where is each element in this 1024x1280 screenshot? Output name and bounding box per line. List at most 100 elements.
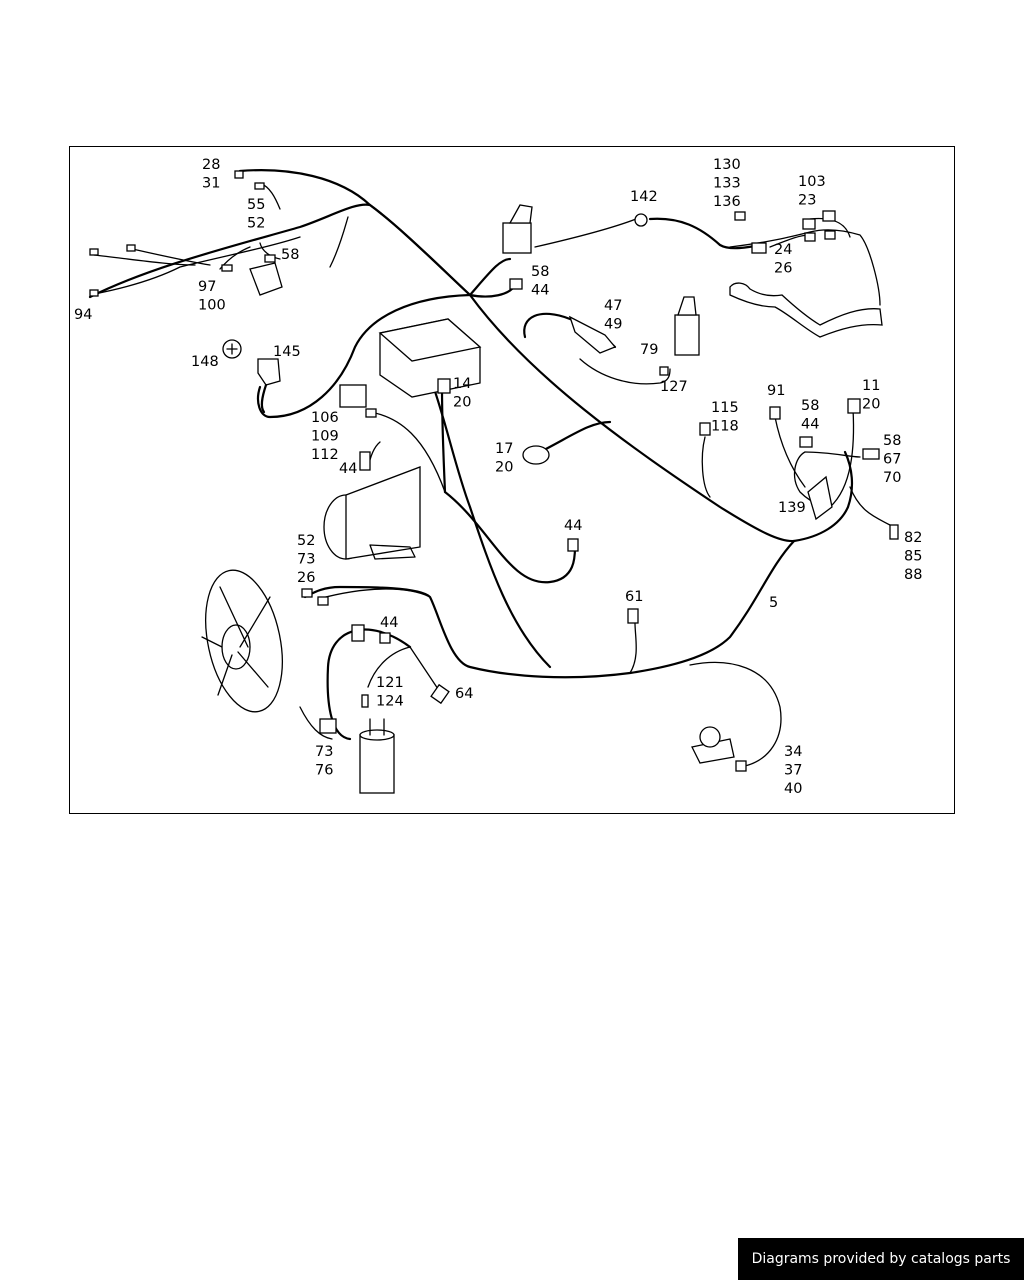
connector-58-67-70 <box>862 448 880 460</box>
callout-c11-20-line-1: 20 <box>862 397 880 413</box>
callout-c58-67-70-line-1: 67 <box>883 452 901 468</box>
callout-c106-109-112-line-1: 109 <box>311 429 339 445</box>
connector-58-top <box>264 254 276 263</box>
wire-ecu-loop <box>256 293 472 419</box>
callout-c28-31-line-0: 28 <box>202 157 220 173</box>
callout-c121-124-line-0: 121 <box>376 675 404 691</box>
callout-c52-73-26-line-2: 26 <box>297 570 315 586</box>
connector-47-49 <box>568 315 617 354</box>
wire-145 <box>260 383 268 414</box>
callout-c34-37-40-line-1: 37 <box>784 763 802 779</box>
callout-c145-line-0: 145 <box>273 344 301 360</box>
wire-relay-loop <box>468 257 512 297</box>
callout-c58-67-70-line-0: 58 <box>883 433 901 449</box>
wire-17-20 <box>538 420 612 454</box>
wire-58-67-70 <box>804 451 861 458</box>
wire-trunk-lower-left <box>428 375 552 669</box>
wire-64 <box>409 646 441 693</box>
callout-c106-109-112-line-2: 112 <box>311 447 339 463</box>
callout-c34-37-40-line-2: 40 <box>784 781 802 797</box>
wire-91 <box>774 416 806 488</box>
callout-c47-49-line-0: 47 <box>604 298 622 314</box>
wire-61 <box>629 622 637 674</box>
connector-103c <box>804 232 816 242</box>
connector-103d <box>824 230 836 240</box>
wire-branch-ecu-left <box>329 216 349 268</box>
callout-c58-67-70-line-2: 70 <box>883 470 901 486</box>
grommet-142 <box>634 213 648 227</box>
ac-compressor <box>323 451 421 560</box>
connector-58-44-right <box>799 436 813 448</box>
callout-c103-23-line-0: 103 <box>798 174 826 190</box>
callout-c127-line-0: 127 <box>660 379 688 395</box>
bolt-148-cross <box>226 343 238 355</box>
relay-79-clip <box>677 296 697 316</box>
callout-c55-52-line-0: 55 <box>247 197 265 213</box>
callout-c14-20-line-0: 14 <box>453 376 471 392</box>
wire-52-73-26 <box>317 588 431 600</box>
radiator-fan <box>201 569 283 713</box>
callout-c121-124-line-1: 124 <box>376 694 404 710</box>
callout-c58-44-relay-line-0: 58 <box>531 264 549 280</box>
wiring-harness-diagram: 2831555258949710014814558441421301331361… <box>74 157 922 797</box>
callout-c58-44-right-line-1: 44 <box>801 417 819 433</box>
callout-c82-85-88-line-0: 82 <box>904 530 922 546</box>
connector-94b <box>126 244 136 252</box>
callout-c17-20-line-0: 17 <box>495 441 513 457</box>
connector-52-73-26b <box>317 596 329 606</box>
wire-79-127 <box>579 358 671 385</box>
callout-c52-73-26-line-1: 73 <box>297 552 315 568</box>
connector-106-plug <box>339 384 367 408</box>
wire-relay-142 <box>534 218 637 248</box>
control-unit-top <box>378 318 482 362</box>
sensor-97-100 <box>249 262 283 296</box>
credit-text: Diagrams provided by catalogs parts <box>751 1251 1011 1267</box>
connector-11-20 <box>847 398 861 414</box>
connector-44-lower-a <box>351 624 365 642</box>
wire-fan-connector <box>299 706 333 740</box>
callout-c73-76-line-1: 76 <box>315 763 333 779</box>
wire-121-124 <box>367 646 411 688</box>
connector-121-124 <box>361 694 369 708</box>
credit-banner: Diagrams provided by catalogs parts <box>738 1238 1024 1280</box>
wire-main-trunk <box>468 293 796 543</box>
switch-139 <box>807 475 833 521</box>
connector-24-26 <box>751 242 767 254</box>
connector-94a <box>89 248 99 256</box>
wire-lower-loop <box>303 539 796 679</box>
wire-82-85-88 <box>849 486 891 526</box>
exhaust-sensor <box>729 282 883 338</box>
connector-94c <box>89 289 99 297</box>
wire-branch-94c <box>131 248 211 266</box>
callout-c82-85-88-line-1: 85 <box>904 549 922 565</box>
pressure-switch <box>691 726 735 764</box>
connector-97-100 <box>221 264 233 272</box>
callout-c44-mid-line-0: 44 <box>564 518 582 534</box>
connector-44-mid <box>567 538 579 552</box>
connector-58-44-relay <box>509 278 523 290</box>
callout-c34-37-40-line-0: 34 <box>784 744 802 760</box>
connector-28-31 <box>234 170 244 179</box>
callout-c52-73-26-line-0: 52 <box>297 533 315 549</box>
wire-142-right <box>648 217 762 250</box>
wire-branch-94b <box>93 254 196 266</box>
connector-52-73-26a <box>301 588 313 598</box>
relay-top-clip <box>508 204 533 224</box>
wire-top-arch <box>238 169 472 297</box>
callout-c115-118-line-0: 115 <box>711 400 739 416</box>
connector-73-76 <box>319 718 337 734</box>
callout-c47-49-line-1: 49 <box>604 317 622 333</box>
callout-c79-line-0: 79 <box>640 342 658 358</box>
callout-c103-23-line-1: 23 <box>798 193 816 209</box>
wire-trunk-to-44mid <box>443 490 577 584</box>
callout-c58-44-relay-line-1: 44 <box>531 283 549 299</box>
callout-c55-52-line-1: 52 <box>247 216 265 232</box>
connector-55-52 <box>254 182 265 190</box>
connector-34-37-40 <box>735 760 747 772</box>
wire-branch-58-top <box>259 242 281 260</box>
callout-c130-133-136-line-0: 130 <box>713 157 741 173</box>
callout-c97-100-line-0: 97 <box>198 279 216 295</box>
callout-c44-comp-line-0: 44 <box>339 461 357 477</box>
connector-115-118 <box>699 422 711 436</box>
receiver-drier <box>359 718 395 794</box>
